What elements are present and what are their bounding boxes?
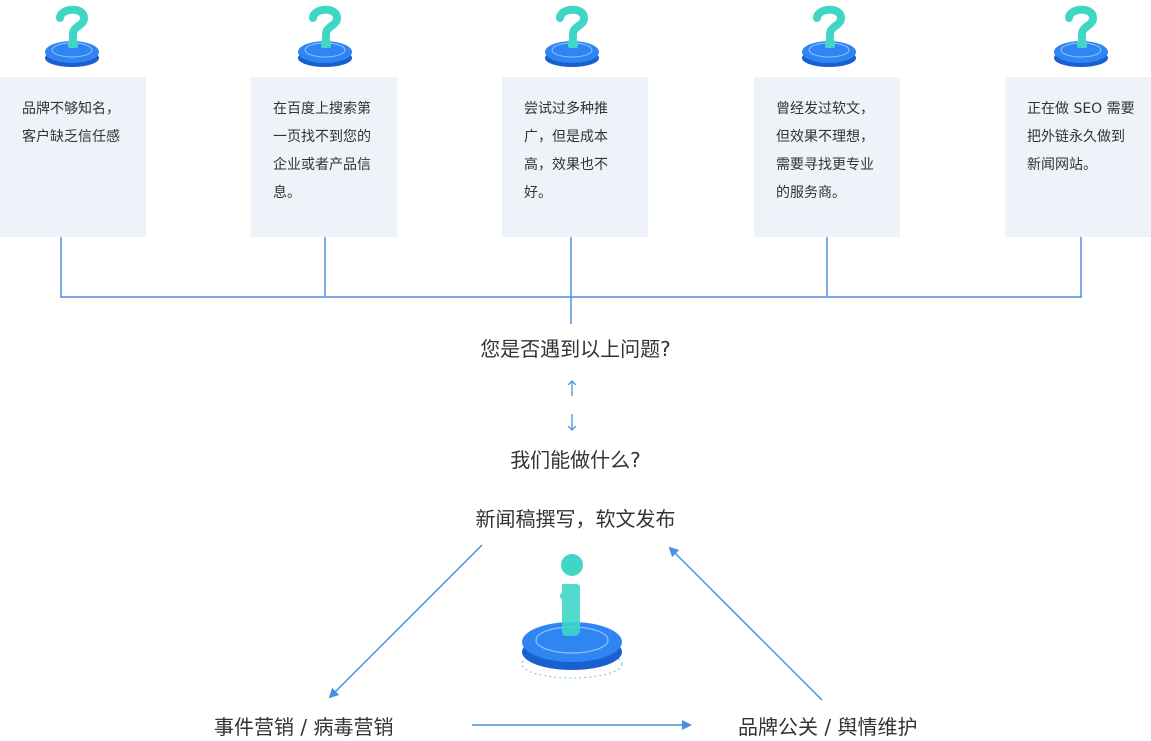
problem-card: 品牌不够知名，客户缺乏信任感 [0, 77, 146, 237]
problem-card: 曾经发过软文，但效果不理想，需要寻找更专业的服务商。 [754, 77, 900, 237]
problem-card: 在百度上搜索第一页找不到您的企业或者产品信息。 [251, 77, 397, 237]
service-top: 新闻稿撰写，软文发布 [475, 507, 676, 531]
problem-card-text: 曾经发过软文，但效果不理想，需要寻找更专业的服务商。 [776, 101, 874, 201]
service-bottom-right: 品牌公关 / 舆情维护 [738, 715, 918, 739]
info-icon [521, 554, 623, 679]
question-main: 您是否遇到以上问题? [480, 337, 671, 361]
problem-card-text: 在百度上搜索第一页找不到您的企业或者产品信息。 [273, 101, 371, 201]
problem-card-text: 品牌不够知名，客户缺乏信任感 [22, 101, 120, 145]
problem-card: 正在做 SEO 需要把外链永久做到新闻网站。 [1005, 77, 1151, 237]
service-bottom-left: 事件营销 / 病毒营销 [214, 715, 394, 739]
problem-card-text: 正在做 SEO 需要把外链永久做到新闻网站。 [1027, 101, 1135, 173]
problem-card: 尝试过多种推广，但是成本高，效果也不好。 [502, 77, 648, 237]
question-mark-icon [1054, 5, 1108, 67]
question-mark-icon [802, 5, 856, 67]
question-what: 我们能做什么? [510, 448, 641, 472]
question-mark-icon [545, 5, 599, 67]
problem-card-text: 尝试过多种推广，但是成本高，效果也不好。 [524, 101, 608, 201]
question-mark-icon [298, 5, 352, 67]
question-mark-icon [45, 5, 99, 67]
